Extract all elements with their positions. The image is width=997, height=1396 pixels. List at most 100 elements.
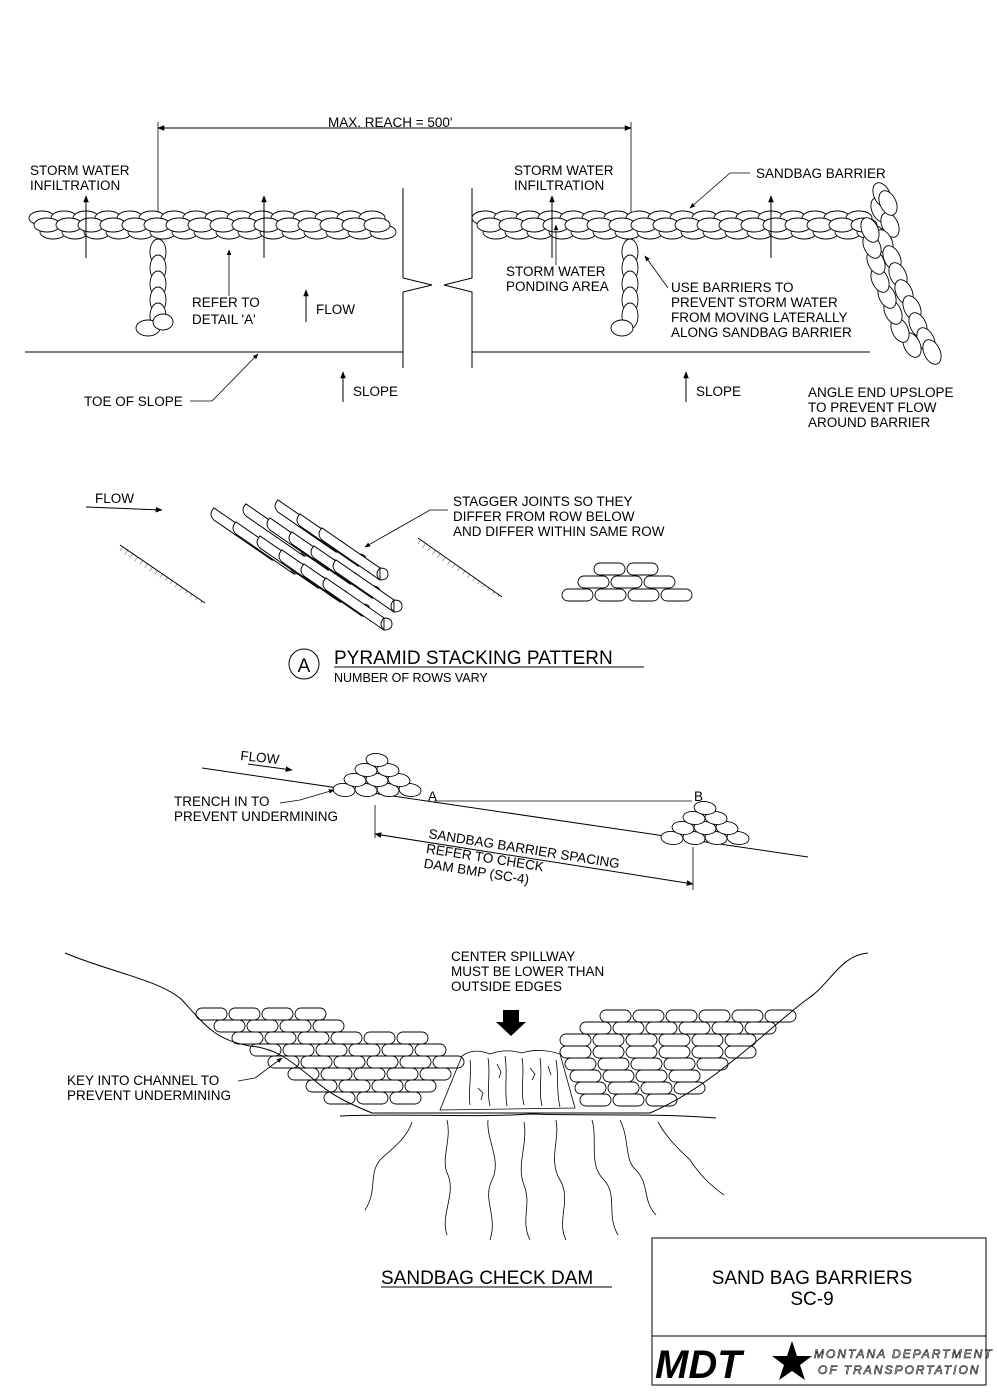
sandbag	[660, 588, 693, 602]
sandbag	[332, 782, 356, 798]
center-spillway-label: CENTER SPILLWAY MUST BE LOWER THAN OUTSI…	[451, 949, 608, 994]
sandbag	[625, 1033, 658, 1047]
sandbag	[386, 1067, 419, 1081]
plan-view: MAX. REACH = 500' STORM WATER INFILTRATI…	[25, 115, 957, 430]
angle-end-label: ANGLE END UPSLOPE TO PREVENT FLOW AROUND…	[808, 385, 957, 430]
sandbag	[195, 1007, 228, 1021]
check-dam-view: CENTER SPILLWAY MUST BE LOWER THAN OUTSI…	[64, 949, 869, 1289]
sandbag	[724, 1045, 757, 1059]
check-dam-title: SANDBAG CHECK DAM	[381, 1268, 593, 1289]
sandbag	[625, 1045, 658, 1059]
key-into-leader	[237, 1057, 283, 1082]
sandbag	[312, 1019, 345, 1033]
key-into-channel-label: KEY INTO CHANNEL TO PREVENT UNDERMINING	[67, 1073, 231, 1103]
sandbag	[231, 1031, 264, 1045]
sandbag	[607, 1081, 640, 1095]
slope-label: SLOPE	[353, 384, 398, 399]
sandbag	[579, 1093, 612, 1107]
sandbag	[878, 190, 898, 216]
sandbag	[393, 599, 403, 613]
sandbag	[389, 1091, 422, 1105]
sandbag	[663, 1057, 696, 1071]
channel-bed	[339, 1113, 717, 1119]
sandbag	[294, 1007, 327, 1021]
sandbag	[724, 1033, 757, 1047]
sandbag	[333, 1055, 366, 1069]
spacing-label: SANDBAG BARRIER SPACING REFER TO CHECK D…	[423, 826, 625, 901]
sandbag	[320, 1067, 353, 1081]
sandbag	[691, 1045, 724, 1059]
sandbag	[610, 319, 634, 337]
sandbag	[315, 1043, 348, 1057]
sandbag	[626, 562, 659, 576]
detail-marker-circle	[288, 648, 320, 680]
detail-title: PYRAMID STACKING PATTERN	[334, 648, 613, 669]
sandbag	[922, 339, 942, 365]
sandbag	[365, 752, 389, 768]
sandbag	[387, 772, 411, 788]
ground-profile-line	[201, 767, 809, 858]
pyramid-front-view	[561, 562, 693, 602]
sandbag	[564, 1057, 597, 1071]
use-barriers-leader	[644, 255, 669, 289]
sandbag	[610, 575, 643, 589]
sandbag	[279, 1019, 312, 1033]
sandbag	[860, 217, 880, 243]
storm-water-infiltration-label: STORM WATER INFILTRATION	[30, 163, 133, 193]
sandbag	[282, 1043, 315, 1057]
profile-view: FLOW A B TRENCH IN TO PREVENT UNDERMININ…	[174, 748, 809, 901]
sandbag	[365, 772, 389, 788]
sandbag	[579, 1021, 612, 1035]
sandbag	[678, 1021, 711, 1035]
point-a-label: A	[428, 789, 437, 804]
profile-flow-label: FLOW	[240, 748, 281, 767]
title-block-code: SC-9	[790, 1289, 833, 1310]
sandbag	[381, 1043, 414, 1057]
sandbag	[612, 1021, 645, 1035]
point-b-label: B	[694, 789, 703, 804]
sandbag	[640, 1081, 673, 1095]
slope-label-2: SLOPE	[696, 384, 741, 399]
stagger-joints-leader	[364, 509, 448, 548]
sandbag	[354, 762, 378, 778]
max-reach-label: MAX. REACH = 500'	[328, 115, 453, 130]
sandbag	[297, 1031, 330, 1045]
sandbag	[356, 1091, 389, 1105]
sandbag	[632, 1009, 665, 1023]
sandbag	[627, 588, 660, 602]
sandbag	[668, 1069, 701, 1083]
sandbag	[682, 810, 706, 826]
storm-water-infiltration-label-2: STORM WATER INFILTRATION	[514, 163, 617, 193]
title-block-title: SAND BAG BARRIERS	[712, 1268, 913, 1289]
sandbag	[330, 1031, 363, 1045]
sandbag	[267, 1055, 300, 1069]
star-icon	[772, 1341, 812, 1380]
sandbag	[731, 1009, 764, 1023]
sandbag	[376, 762, 400, 778]
sandbag	[594, 588, 627, 602]
channel-outline	[64, 952, 869, 1114]
sandbag	[371, 1079, 404, 1093]
sandbag	[726, 830, 750, 846]
spillway-arrow-icon	[496, 1010, 526, 1036]
detail-flow-label: FLOW	[95, 491, 134, 506]
sandbag	[592, 1045, 625, 1059]
break-line-right	[443, 188, 473, 368]
sandbag	[432, 1055, 465, 1069]
sandbag	[715, 820, 739, 836]
sandbag-barrier-leader	[689, 172, 750, 209]
sandbag	[396, 1031, 429, 1045]
title-block: SAND BAG BARRIERS SC-9 MDT MONTANA DEPAR…	[651, 1237, 992, 1387]
sandbag	[249, 1043, 282, 1057]
sandbag	[658, 1045, 691, 1059]
sandbag	[343, 772, 367, 788]
sandbag	[704, 830, 728, 846]
trench-label: TRENCH IN TO PREVENT UNDERMINING	[174, 794, 338, 824]
check-dam-sandbags	[195, 1007, 797, 1107]
sandbag	[577, 575, 610, 589]
sandbag	[673, 1081, 706, 1095]
trench-leader	[279, 789, 335, 804]
spacing-dimension	[374, 832, 694, 886]
sandbag	[228, 1007, 261, 1021]
sandbag	[698, 1009, 731, 1023]
